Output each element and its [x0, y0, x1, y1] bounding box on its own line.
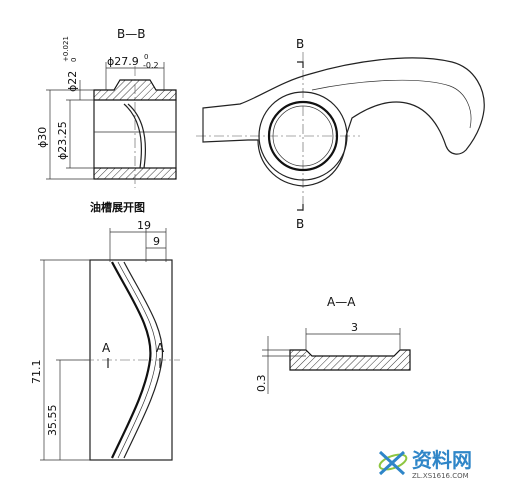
section-mark-b-bottom: B	[296, 217, 304, 231]
oil-groove-development: 油槽展开图 71.1 35.55 19 9 A A	[30, 200, 180, 461]
rocker-arm-front-view: B B	[196, 37, 485, 231]
rocker-arm-arm-line	[311, 79, 472, 129]
dim-top-tol-upper: 0	[144, 53, 148, 61]
section-bb-oil-groove-inner	[127, 103, 147, 169]
section-mark-a-right: A	[156, 341, 165, 355]
section-bb-oil-groove	[123, 103, 143, 169]
section-aa-profile	[289, 349, 411, 371]
rocker-bore-inner-circle	[272, 105, 334, 167]
section-aa-view: A—A 3 0.3	[255, 295, 411, 394]
rocker-bore-circle	[267, 100, 339, 172]
dim-left-tol: +0.021	[62, 36, 70, 62]
rocker-arm-outline	[202, 57, 485, 187]
dim-left-tol-lower: 0	[70, 58, 78, 62]
section-bb-title: B—B	[117, 27, 145, 41]
watermark-logo-icon	[378, 450, 408, 476]
groove-curve-outer	[111, 261, 152, 459]
dim-top-tol: -0.2	[143, 61, 159, 70]
dim-left-main: ϕ22	[66, 71, 79, 92]
section-mark-b-top: B	[296, 37, 304, 51]
dim-height: 71.1	[30, 360, 43, 385]
section-bb-view: B—B ϕ27.9 0 -0.2 ϕ22 +0.021 0 ϕ30	[36, 27, 177, 188]
dim-aa-width: 3	[351, 321, 358, 334]
rocker-hub-outer	[258, 91, 348, 181]
section-mark-a-left: A	[102, 341, 111, 355]
dim-width: 19	[137, 219, 151, 232]
development-caption: 油槽展开图	[90, 200, 145, 214]
dim-aa-depth: 0.3	[255, 375, 268, 393]
dim-outer: ϕ30	[36, 127, 49, 148]
dim-inner: ϕ23.25	[56, 121, 69, 160]
watermark-text: 资料网	[412, 448, 472, 472]
dim-top-main: ϕ27.9	[107, 55, 139, 68]
section-aa-title: A—A	[327, 295, 356, 309]
watermark-url: ZL.XS1616.COM	[412, 472, 469, 480]
dim-half-height: 35.55	[46, 405, 59, 437]
watermark: 资料网 ZL.XS1616.COM	[378, 448, 472, 480]
dim-offset: 9	[153, 235, 160, 248]
